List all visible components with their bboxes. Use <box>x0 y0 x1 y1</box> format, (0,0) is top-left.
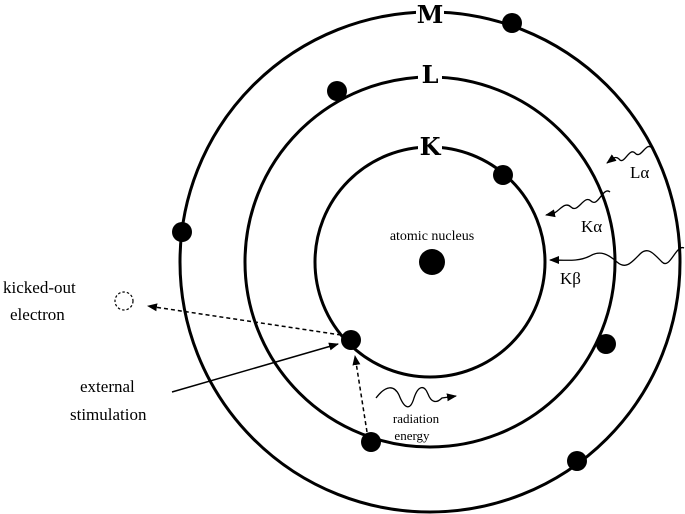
kicked-out-electron <box>114 291 134 311</box>
k-beta-wave <box>549 247 685 266</box>
radiation-label-line1: radiation <box>393 411 440 426</box>
kicked-out-label-line2: electron <box>10 305 65 324</box>
external-stimulation-line1: external <box>80 377 135 396</box>
l-alpha-label: Lα <box>630 163 649 182</box>
electron-k-1 <box>493 165 513 185</box>
kicked-out-label-line1: kicked-out <box>3 278 76 297</box>
shell-l-label: L <box>422 60 439 89</box>
shell-m-label: M <box>417 0 444 29</box>
transition-path <box>352 355 368 433</box>
nucleus-label: atomic nucleus <box>390 229 474 244</box>
electron-m-3 <box>567 451 587 471</box>
atomic-nucleus <box>419 249 445 275</box>
electron-m-1 <box>502 13 522 33</box>
shell-k-label: K <box>420 132 442 161</box>
k-alpha-label: Kα <box>581 217 602 236</box>
external-stimulation-arrow <box>171 342 339 393</box>
k-beta-label: Kβ <box>560 269 581 288</box>
electron-m-2 <box>172 222 192 242</box>
electron-l-3 <box>361 432 381 452</box>
radiation-label-line2: energy <box>394 428 430 443</box>
electron-l-1 <box>327 81 347 101</box>
radiation-wave <box>375 387 457 408</box>
external-stimulation-line2: stimulation <box>70 405 147 424</box>
k-alpha-wave <box>545 190 611 218</box>
ejection-path <box>147 303 342 336</box>
electron-l-2 <box>596 334 616 354</box>
l-alpha-wave <box>606 145 653 164</box>
electron-k-2 <box>341 330 361 350</box>
